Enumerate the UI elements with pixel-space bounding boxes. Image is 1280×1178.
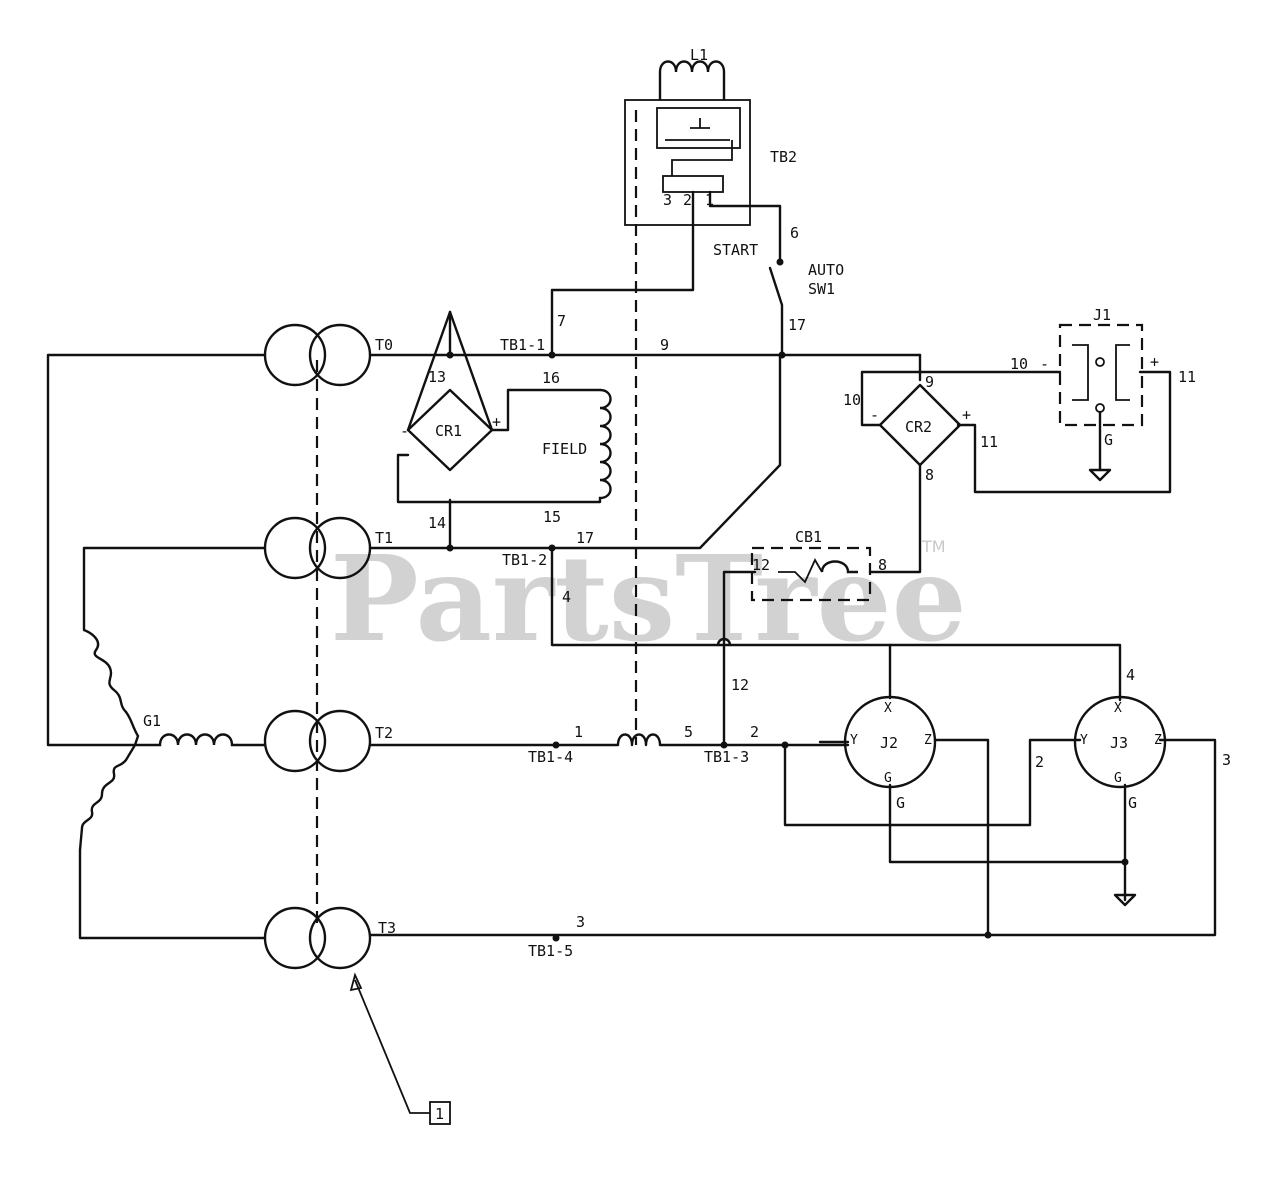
label-j3-y: Y — [1080, 733, 1088, 748]
label-j3-x: X — [1114, 701, 1122, 716]
watermark-trademark: TM — [921, 537, 946, 556]
watermark: PartsTree TM — [330, 529, 967, 668]
label-tb1-4: TB1-4 — [528, 748, 573, 766]
rectifier-cr1 — [406, 310, 494, 472]
label-tb1-1: TB1-1 — [500, 336, 545, 354]
label-cr1: CR1 — [435, 422, 462, 440]
generator-windings-g1 — [78, 628, 238, 851]
connector-j1 — [1058, 323, 1144, 482]
transformer-t0 — [263, 323, 372, 387]
label-j1-minus: - — [1040, 355, 1049, 373]
label-wire2: 2 — [750, 723, 759, 741]
label-wire14: 14 — [428, 514, 446, 532]
wire-crossings — [716, 637, 732, 647]
label-wire9: 9 — [660, 336, 669, 354]
label-tb1-3: TB1-3 — [704, 748, 749, 766]
label-j3-g: G — [1114, 771, 1122, 786]
label-t0: T0 — [375, 336, 393, 354]
label-j2: J2 — [880, 734, 898, 752]
relay-l1-tb2 — [624, 60, 751, 745]
label-j2-z: Z — [924, 733, 932, 748]
label-field: FIELD — [542, 440, 587, 458]
label-cr2-minus: - — [870, 406, 879, 424]
label-cr2-plus: + — [962, 406, 971, 424]
label-wire4-right: 4 — [1126, 666, 1135, 684]
label-j2-y: Y — [850, 733, 858, 748]
label-wire2-j3: 2 — [1035, 753, 1044, 771]
label-j3-z: Z — [1154, 733, 1162, 748]
label-wire9-cr2: 9 — [925, 373, 934, 391]
label-cb1: CB1 — [795, 528, 822, 546]
label-wire11-cr2: 11 — [980, 433, 998, 451]
label-tb1-2: TB1-2 — [502, 551, 547, 569]
label-j1-plus: + — [1150, 353, 1159, 371]
junction-dots — [446, 258, 1129, 942]
label-wire8-cb1: 8 — [878, 556, 887, 574]
label-j1-g: G — [1104, 431, 1113, 449]
label-wire10-cr2: 10 — [843, 391, 861, 409]
label-wire15: 15 — [543, 508, 561, 526]
label-wire17-mid: 17 — [576, 529, 594, 547]
label-cr1-minus: - — [400, 422, 409, 440]
label-wire12-vert: 12 — [731, 676, 749, 694]
label-j2-x: X — [884, 701, 892, 716]
label-t2: T2 — [375, 724, 393, 742]
label-wire17-top: 17 — [788, 316, 806, 334]
label-tb1-5: TB1-5 — [528, 942, 573, 960]
label-wire6: 6 — [790, 224, 799, 242]
label-wire13: 13 — [428, 368, 446, 386]
labels: L1 TB2 3 2 1 6 START AUTO SW1 17 7 T0 TB… — [143, 46, 1231, 1123]
label-j3-g-out: G — [1128, 794, 1137, 812]
label-wire1: 1 — [574, 723, 583, 741]
circuit-breaker-cb1 — [750, 546, 872, 602]
label-auto: AUTO — [808, 261, 844, 279]
label-j2-g-out: G — [896, 794, 905, 812]
label-g1: G1 — [143, 712, 161, 730]
label-tb2-term3: 3 — [663, 191, 672, 209]
label-wire4-left: 4 — [562, 588, 571, 606]
rectifier-cr2 — [878, 383, 962, 467]
label-wire3: 3 — [576, 913, 585, 931]
label-start: START — [713, 241, 758, 259]
connector-j3 — [1073, 695, 1167, 907]
label-tb2: TB2 — [770, 148, 797, 166]
label-j3: J3 — [1110, 734, 1128, 752]
label-j2-g: G — [884, 771, 892, 786]
callout-1 — [349, 972, 451, 1125]
transformer-t2 — [263, 709, 372, 773]
label-wire5: 5 — [684, 723, 693, 741]
label-tb2-term1: 1 — [705, 191, 714, 209]
label-wire16: 16 — [542, 369, 560, 387]
label-wire11-j1: 11 — [1178, 368, 1196, 386]
watermark-text: PartsTree — [330, 529, 967, 668]
connector-j2 — [818, 695, 937, 789]
wiring — [46, 190, 1217, 940]
label-t1: T1 — [375, 529, 393, 547]
label-t3: T3 — [378, 919, 396, 937]
label-wire3-right: 3 — [1222, 751, 1231, 769]
label-cr1-plus: + — [492, 413, 501, 431]
label-cr2: CR2 — [905, 418, 932, 436]
label-wire8-cr2: 8 — [925, 466, 934, 484]
label-tb2-term2: 2 — [683, 191, 692, 209]
label-wire7: 7 — [557, 312, 566, 330]
label-l1: L1 — [690, 46, 708, 64]
label-wire12-cb1: 12 — [752, 556, 770, 574]
label-j1: J1 — [1093, 306, 1111, 324]
label-callout: 1 — [435, 1105, 444, 1123]
label-sw1: SW1 — [808, 280, 835, 298]
label-wire10-j1: 10 — [1010, 355, 1028, 373]
